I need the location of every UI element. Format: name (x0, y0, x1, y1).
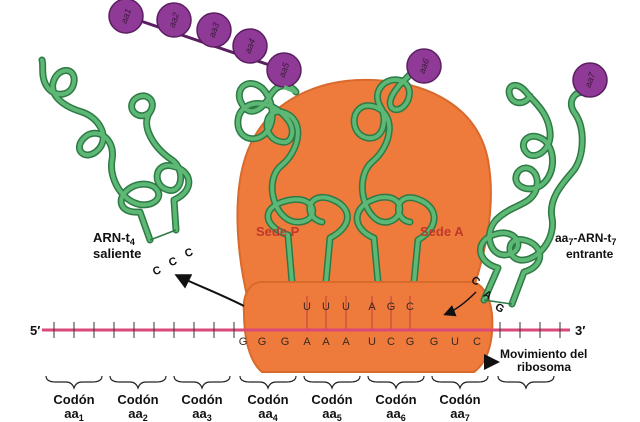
svg-text:Codón: Codón (311, 392, 352, 407)
movement-label-line2: ribosoma (517, 360, 571, 374)
svg-text:U: U (303, 301, 311, 313)
svg-text:G: G (239, 336, 248, 348)
outgoing-end-bases: C C C (151, 246, 195, 278)
site-p-label: Sede P (256, 224, 300, 239)
mrna-ticks (53, 322, 561, 338)
svg-text:Codón: Codón (375, 392, 416, 407)
svg-text:aa3: aa3 (207, 21, 222, 39)
amino-acid-aa4: aa4 (232, 28, 268, 64)
anticodon-a-site: A G C (368, 296, 414, 330)
svg-text:aa5: aa5 (322, 406, 341, 422)
mrna-bases: G G G A A A U C G G U C (239, 336, 481, 348)
svg-text:G: G (493, 301, 506, 316)
svg-text:C: C (183, 246, 195, 260)
svg-text:aa3: aa3 (192, 406, 211, 422)
amino-acid-aa1: aa1 (108, 0, 144, 34)
codon-braces (45, 375, 555, 390)
svg-text:G: G (430, 336, 439, 348)
amino-acid-aa7: aa7 (572, 62, 608, 98)
svg-text:C: C (151, 264, 163, 278)
svg-text:U: U (368, 336, 376, 348)
svg-text:U: U (322, 301, 330, 313)
svg-text:G: G (258, 336, 267, 348)
svg-text:C: C (406, 301, 414, 313)
amino-acid-aa3: aa3 (196, 12, 232, 48)
svg-text:aa7: aa7 (450, 406, 469, 422)
svg-text:Codón: Codón (439, 392, 480, 407)
svg-text:A: A (342, 336, 350, 348)
svg-text:C: C (473, 336, 481, 348)
amino-acid-aa5: aa5 (266, 52, 302, 88)
svg-text:aa4: aa4 (258, 406, 277, 422)
svg-text:aa1: aa1 (119, 7, 134, 25)
trna-outgoing (38, 56, 193, 244)
svg-text:G: G (406, 336, 415, 348)
svg-text:C: C (167, 255, 179, 269)
svg-text:C: C (387, 336, 395, 348)
svg-text:aa4: aa4 (243, 37, 258, 55)
peptide-chain: aa1 aa2 aa3 aa4 aa5 (108, 0, 302, 88)
svg-text:Codón: Codón (53, 392, 94, 407)
trna-incoming-tick (483, 299, 513, 305)
svg-text:G: G (387, 301, 396, 313)
svg-text:U: U (342, 301, 350, 313)
mrna-5prime-label: 5′ (30, 323, 40, 338)
incoming-trna-label-line2: entrante (566, 247, 614, 261)
exit-arrow (174, 274, 245, 307)
outgoing-trna-label: ARN-t4 (93, 230, 135, 247)
svg-text:aa2: aa2 (167, 11, 182, 29)
svg-text:Codón: Codón (247, 392, 288, 407)
amino-acid-aa6: aa6 (406, 48, 442, 84)
svg-text:G: G (281, 336, 290, 348)
anticodon-p-site: U U U (303, 296, 350, 330)
svg-text:aa1: aa1 (64, 406, 83, 422)
mrna-3prime-label: 3′ (575, 323, 585, 338)
outgoing-trna-label-line2: saliente (93, 246, 141, 261)
amino-acid-aa2: aa2 (156, 2, 192, 38)
aa5-link (283, 85, 297, 94)
svg-text:U: U (451, 336, 459, 348)
svg-text:A: A (322, 336, 330, 348)
svg-text:Codón: Codón (117, 392, 158, 407)
ribosome-small-subunit (242, 281, 494, 373)
codon-labels: Codón aa1 Codón aa2 Codón aa3 Codón aa4 … (53, 392, 480, 422)
svg-text:Codón: Codón (181, 392, 222, 407)
svg-text:A: A (303, 336, 311, 348)
incoming-trna-label: aa7-ARN-t7 (555, 231, 616, 247)
entry-arrow (443, 291, 477, 317)
movement-label-line1: Movimiento del (500, 347, 587, 361)
trna-outgoing-tick (149, 229, 177, 241)
svg-text:A: A (368, 301, 376, 313)
svg-text:aa6: aa6 (386, 406, 405, 422)
svg-text:aa6: aa6 (417, 57, 432, 75)
svg-text:aa2: aa2 (128, 406, 147, 422)
site-a-label: Sede A (420, 224, 464, 239)
